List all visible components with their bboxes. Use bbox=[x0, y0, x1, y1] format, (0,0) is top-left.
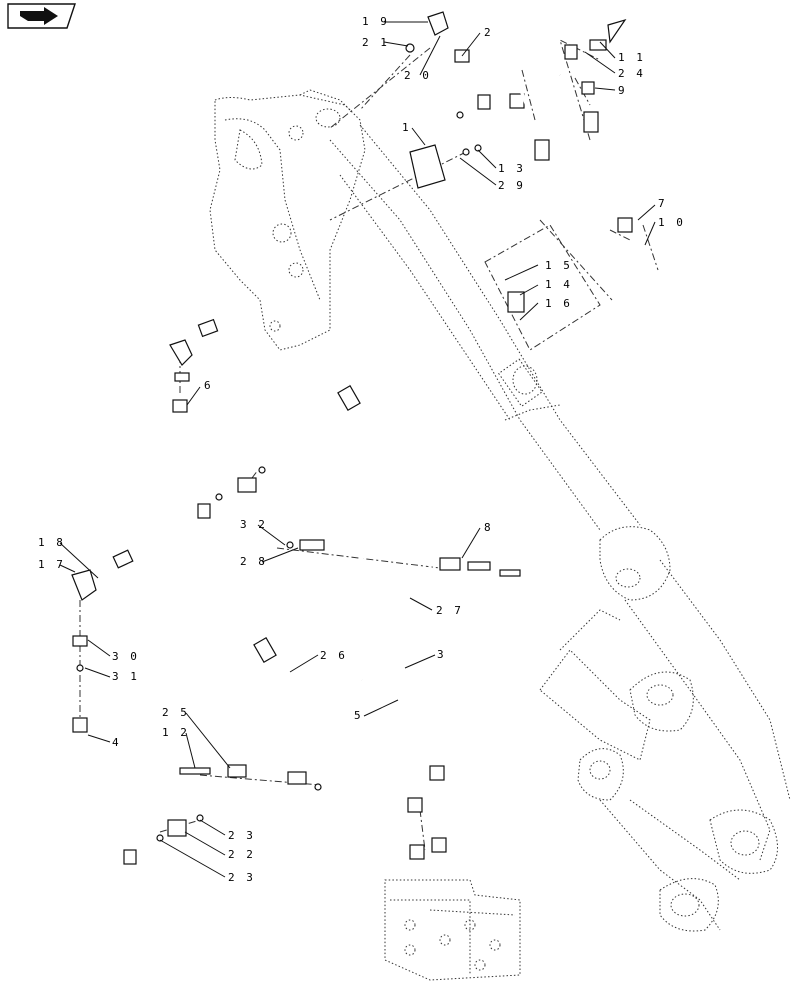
callout-4: 4 bbox=[112, 736, 121, 749]
callout-15: 1 5 bbox=[545, 259, 572, 272]
callout-8: 8 bbox=[484, 521, 493, 534]
fittings bbox=[156, 11, 627, 860]
callout-3: 3 bbox=[437, 648, 446, 661]
hose-27 bbox=[197, 318, 432, 599]
callout-19: 1 9 bbox=[362, 15, 389, 28]
tube-7 bbox=[513, 56, 633, 233]
callout-22: 2 2 bbox=[228, 848, 255, 861]
tube-3 bbox=[374, 658, 445, 781]
callout-23-upper: 2 3 bbox=[228, 829, 255, 842]
callout-18: 1 8 bbox=[38, 536, 65, 549]
callout-13: 1 3 bbox=[498, 162, 525, 175]
callout-16: 1 6 bbox=[545, 297, 572, 310]
loader-boom bbox=[209, 89, 791, 932]
callout-12: 1 2 bbox=[162, 726, 189, 739]
tube-5 bbox=[361, 678, 423, 813]
callout-30: 3 0 bbox=[112, 650, 139, 663]
tube-6 bbox=[169, 339, 211, 519]
callout-23-lower: 2 3 bbox=[228, 871, 255, 884]
callout-2: 2 bbox=[484, 26, 493, 39]
callout-14: 1 4 bbox=[545, 278, 572, 291]
callouts: 1 9 2 1 2 0 2 1 1 2 4 9 1 1 3 2 9 7 1 0 bbox=[38, 15, 685, 884]
callout-11: 1 1 bbox=[618, 51, 645, 64]
callout-31: 3 1 bbox=[112, 670, 139, 683]
callout-6: 6 bbox=[204, 379, 213, 392]
callout-10: 1 0 bbox=[658, 216, 685, 229]
callout-1: 1 bbox=[402, 121, 411, 134]
callout-17: 1 7 bbox=[38, 558, 65, 571]
callout-25: 2 5 bbox=[162, 706, 189, 719]
navigation-arrow-icon[interactable] bbox=[7, 3, 76, 29]
callout-28: 2 8 bbox=[240, 555, 267, 568]
callout-9: 9 bbox=[618, 84, 627, 97]
tube-4 bbox=[71, 569, 137, 865]
callout-29: 2 9 bbox=[498, 179, 525, 192]
callout-20: 2 0 bbox=[404, 69, 431, 82]
callout-7: 7 bbox=[658, 197, 667, 210]
callout-27: 2 7 bbox=[436, 604, 463, 617]
callout-24: 2 4 bbox=[618, 67, 645, 80]
callout-21: 2 1 bbox=[362, 36, 389, 49]
callout-5: 5 bbox=[354, 709, 363, 722]
callout-32: 3 2 bbox=[240, 518, 267, 531]
hose-26 bbox=[112, 549, 352, 812]
control-valve-block bbox=[384, 879, 521, 981]
callout-26: 2 6 bbox=[320, 649, 347, 662]
